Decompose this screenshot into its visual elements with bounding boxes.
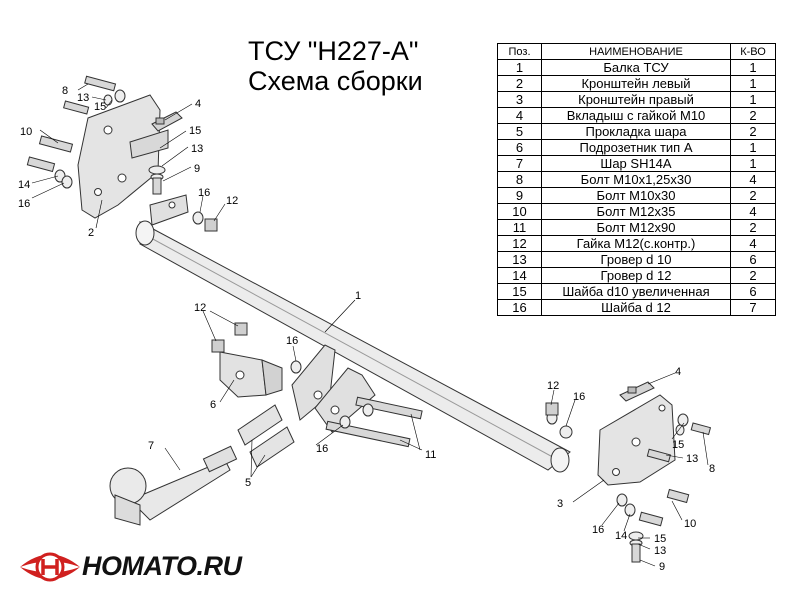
- cell-pos: 11: [497, 219, 542, 236]
- callout-15-left: 15: [189, 125, 201, 137]
- right-bracket: [597, 394, 676, 486]
- washer-nut-16-12: [192, 211, 218, 232]
- callout-8-left: 8: [62, 85, 68, 97]
- callout-15-right: 15: [672, 439, 684, 451]
- callout-12-center: 12: [194, 302, 206, 314]
- cell-name: Вкладыш с гайкой М10: [541, 107, 731, 124]
- callout-13-left-top: 13: [77, 92, 89, 104]
- diagram-subtitle: Схема сборки: [248, 66, 423, 96]
- callout-5: 5: [245, 477, 251, 489]
- insert-with-nut-right: [619, 381, 655, 402]
- callout-13-right: 13: [686, 453, 698, 465]
- callout-10-right: 10: [684, 518, 696, 530]
- callout-4-right: 4: [675, 366, 681, 378]
- callout-16-center: 16: [286, 335, 298, 347]
- tow-ball: [109, 445, 238, 526]
- callout-12-right: 12: [547, 380, 559, 392]
- fasteners-left-top: [26, 75, 126, 189]
- callout-labels: 8 13 15 4 10 15 13 9 14 16 2 16 12 1 12 …: [18, 85, 715, 573]
- callout-3: 3: [557, 498, 563, 510]
- callout-9-left: 9: [194, 163, 200, 175]
- callout-11: 11: [425, 449, 436, 461]
- callout-2: 2: [88, 227, 94, 239]
- callout-15-bottom: 15: [654, 533, 666, 545]
- homato-logo-icon: [20, 552, 80, 582]
- parts-table-header: Поз. НАИМЕНОВАНИЕ К-ВО: [497, 43, 776, 60]
- left-bracket: [77, 94, 169, 219]
- callout-14-right: 14: [615, 530, 627, 542]
- cell-qty: 2: [730, 267, 776, 284]
- callout-16-left: 16: [18, 198, 30, 210]
- callout-10-left: 10: [20, 126, 32, 138]
- cell-qty: 7: [730, 299, 776, 316]
- callout-6: 6: [210, 399, 216, 411]
- callout-1: 1: [355, 290, 361, 302]
- cell-name: Болт М12х35: [541, 203, 731, 220]
- bolt-9-left: [148, 165, 166, 195]
- cell-name: Шайба d 12: [541, 299, 731, 316]
- header-pos: Поз.: [497, 43, 542, 60]
- fasteners-right: [545, 402, 712, 563]
- cell-name: Кронштейн левый: [541, 75, 731, 92]
- cell-name: Подрозетник тип А: [541, 139, 731, 156]
- callout-16-bottom: 16: [592, 524, 604, 536]
- callout-16-lower: 16: [316, 443, 328, 455]
- logo-text: HOMATO.RU: [82, 551, 242, 581]
- bolts-11: [325, 396, 423, 448]
- insert-with-nut-left: [151, 111, 183, 132]
- callout-16-upper: 16: [198, 187, 210, 199]
- callout-12-upper: 12: [226, 195, 238, 207]
- ball-spacers: [237, 404, 295, 468]
- callout-8-right: 8: [709, 463, 715, 475]
- cell-name: Прокладка шара: [541, 123, 731, 140]
- callout-9-bottom: 9: [659, 561, 665, 573]
- callout-7: 7: [148, 440, 154, 452]
- cell-name: Болт М10х30: [541, 187, 731, 204]
- callout-14-left: 14: [18, 179, 30, 191]
- diagram-title: ТСУ "H227-A": [248, 36, 419, 66]
- callout-4-left: 4: [195, 98, 201, 110]
- cell-qty: 2: [730, 123, 776, 140]
- callout-15-left-top: 15: [94, 101, 106, 113]
- tow-bar-beam: [135, 194, 571, 473]
- callout-13-left: 13: [191, 143, 203, 155]
- socket-bracket: [219, 351, 283, 398]
- callout-13-bottom: 13: [654, 545, 666, 557]
- cell-pos: 16: [497, 299, 542, 316]
- callout-16-right: 16: [573, 391, 585, 403]
- leader-lines: [31, 83, 709, 567]
